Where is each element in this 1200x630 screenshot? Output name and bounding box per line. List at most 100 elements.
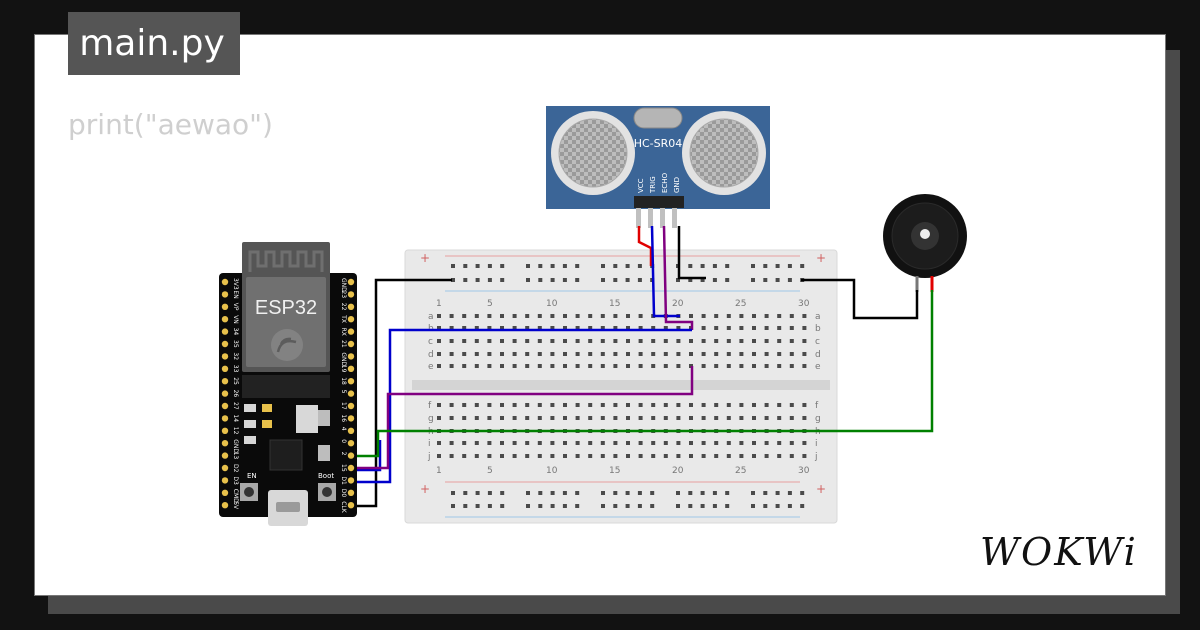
breadboard-hole[interactable] xyxy=(500,416,504,420)
breadboard-hole[interactable] xyxy=(575,264,580,268)
breadboard-hole[interactable] xyxy=(637,491,642,495)
breadboard-hole[interactable] xyxy=(789,364,794,368)
breadboard-hole[interactable] xyxy=(676,454,681,458)
breadboard-hole[interactable] xyxy=(638,403,643,407)
breadboard-hole[interactable] xyxy=(525,441,530,445)
esp32-pin-right[interactable] xyxy=(347,328,355,335)
breadboard-hole[interactable] xyxy=(525,352,530,356)
breadboard-hole[interactable] xyxy=(449,454,454,458)
breadboard-hole[interactable] xyxy=(538,491,543,495)
breadboard-hole[interactable] xyxy=(500,264,505,268)
breadboard-hole[interactable] xyxy=(638,352,643,356)
breadboard-hole[interactable] xyxy=(802,352,807,356)
breadboard-hole[interactable] xyxy=(637,264,642,268)
breadboard-hole[interactable] xyxy=(714,339,719,343)
breadboard-hole[interactable] xyxy=(601,491,605,495)
breadboard-hole[interactable] xyxy=(676,416,681,420)
breadboard-hole[interactable] xyxy=(714,416,719,420)
esp32-pin-right[interactable] xyxy=(347,427,355,434)
breadboard-hole[interactable] xyxy=(437,314,441,318)
breadboard-hole[interactable] xyxy=(625,264,630,268)
breadboard-hole[interactable] xyxy=(537,339,542,343)
breadboard-hole[interactable] xyxy=(512,339,517,343)
breadboard-hole[interactable] xyxy=(688,264,693,268)
breadboard-hole[interactable] xyxy=(563,339,567,343)
breadboard-hole[interactable] xyxy=(752,441,756,445)
breadboard-hole[interactable] xyxy=(575,491,580,495)
breadboard-hole[interactable] xyxy=(802,403,807,407)
breadboard-hole[interactable] xyxy=(752,364,756,368)
breadboard-hole[interactable] xyxy=(625,504,630,508)
breadboard-hole[interactable] xyxy=(626,326,630,330)
breadboard-hole[interactable] xyxy=(575,403,580,407)
breadboard-hole[interactable] xyxy=(537,314,542,318)
breadboard-hole[interactable] xyxy=(487,403,492,407)
breadboard-hole[interactable] xyxy=(512,364,517,368)
breadboard-hole[interactable] xyxy=(525,364,530,368)
esp32-pin-left[interactable] xyxy=(221,378,229,385)
breadboard-hole[interactable] xyxy=(575,326,580,330)
breadboard-hole[interactable] xyxy=(752,326,756,330)
breadboard-hole[interactable] xyxy=(474,403,479,407)
breadboard-hole[interactable] xyxy=(500,454,504,458)
breadboard-hole[interactable] xyxy=(726,416,731,420)
esp32-pin-right[interactable] xyxy=(347,278,355,286)
breadboard-hole[interactable] xyxy=(550,326,555,330)
breadboard-hole[interactable] xyxy=(613,264,618,268)
wire-vcc[interactable] xyxy=(637,226,653,266)
breadboard-hole[interactable] xyxy=(575,339,580,343)
breadboard-hole[interactable] xyxy=(550,264,555,268)
breadboard-hole[interactable] xyxy=(550,278,555,282)
breadboard-hole[interactable] xyxy=(588,352,593,356)
breadboard-hole[interactable] xyxy=(437,364,441,368)
breadboard-hole[interactable] xyxy=(550,441,555,445)
esp32-pin-left[interactable] xyxy=(221,328,229,335)
breadboard-hole[interactable] xyxy=(601,278,605,282)
breadboard-hole[interactable] xyxy=(800,264,805,268)
breadboard-hole[interactable] xyxy=(601,264,605,268)
breadboard-hole[interactable] xyxy=(663,339,668,343)
breadboard-hole[interactable] xyxy=(500,278,505,282)
breadboard-hole[interactable] xyxy=(676,441,681,445)
esp32-pin-right[interactable] xyxy=(347,502,355,509)
breadboard-hole[interactable] xyxy=(500,364,504,368)
wire-echo-board[interactable] xyxy=(357,366,694,470)
esp32-pin-right[interactable] xyxy=(347,489,355,496)
breadboard-hole[interactable] xyxy=(714,454,719,458)
esp32-pin-right[interactable] xyxy=(347,303,355,310)
breadboard-hole[interactable] xyxy=(500,326,504,330)
breadboard-hole[interactable] xyxy=(449,314,454,318)
breadboard-hole[interactable] xyxy=(537,364,542,368)
breadboard-hole[interactable] xyxy=(449,416,454,420)
breadboard-hole[interactable] xyxy=(474,339,479,343)
breadboard-hole[interactable] xyxy=(525,314,530,318)
breadboard-hole[interactable] xyxy=(701,454,706,458)
breadboard-hole[interactable] xyxy=(777,441,782,445)
esp32-pin-left[interactable] xyxy=(221,452,229,459)
breadboard-hole[interactable] xyxy=(626,403,630,407)
esp32-board[interactable]: 3V3ENVPVN343532332526271412GND13D2D3CMD5… xyxy=(219,242,357,526)
breadboard-hole[interactable] xyxy=(663,364,668,368)
breadboard-hole[interactable] xyxy=(712,278,717,282)
breadboard-hole[interactable] xyxy=(689,441,693,445)
breadboard-hole[interactable] xyxy=(726,314,731,318)
breadboard-hole[interactable] xyxy=(562,278,567,282)
breadboard-hole[interactable] xyxy=(474,454,479,458)
breadboard-hole[interactable] xyxy=(725,504,730,508)
breadboard-hole[interactable] xyxy=(777,339,782,343)
breadboard-hole[interactable] xyxy=(500,504,505,508)
breadboard-hole[interactable] xyxy=(775,278,780,282)
breadboard-hole[interactable] xyxy=(777,326,782,330)
breadboard-hole[interactable] xyxy=(462,364,467,368)
breadboard-hole[interactable] xyxy=(563,364,567,368)
breadboard-hole[interactable] xyxy=(474,326,479,330)
esp32-pin-left[interactable] xyxy=(221,278,229,286)
breadboard-hole[interactable] xyxy=(651,454,656,458)
esp32-pin-left[interactable] xyxy=(221,464,229,472)
breadboard-hole[interactable] xyxy=(726,339,731,343)
breadboard-hole[interactable] xyxy=(637,278,642,282)
breadboard-hole[interactable] xyxy=(449,441,454,445)
breadboard-hole[interactable] xyxy=(752,403,756,407)
breadboard-hole[interactable] xyxy=(487,326,492,330)
breadboard-hole[interactable] xyxy=(787,278,792,282)
